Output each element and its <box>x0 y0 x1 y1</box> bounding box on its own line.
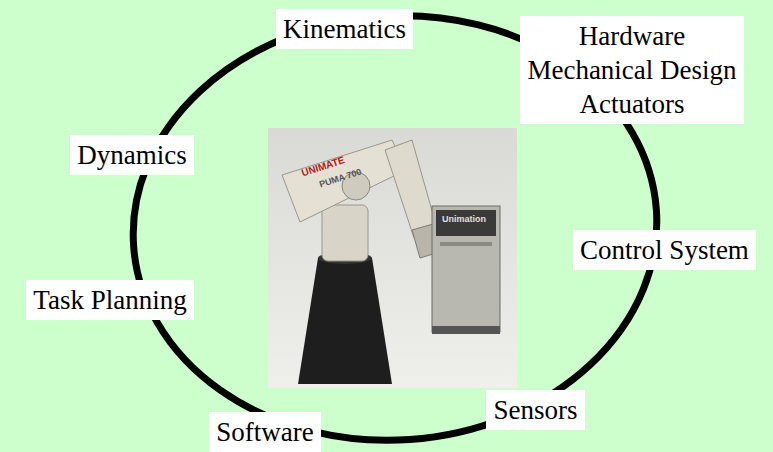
label-box: HardwareMechanical DesignActuators <box>520 16 744 124</box>
label-text: Kinematics <box>276 12 413 46</box>
label-text: Sensors <box>486 393 585 427</box>
label-box: Dynamics <box>70 135 194 175</box>
label-box: Control System <box>573 230 756 270</box>
label-text: Hardware <box>520 19 744 53</box>
label-box: Software <box>209 412 321 452</box>
label-box: Sensors <box>486 390 585 430</box>
label-box: Kinematics <box>276 9 413 49</box>
label-text: Task Planning <box>26 283 194 317</box>
label-text: Actuators <box>520 87 744 121</box>
label-text: Control System <box>573 233 756 267</box>
label-box: Task Planning <box>26 280 194 320</box>
label-text: Dynamics <box>70 138 194 172</box>
label-text: Mechanical Design <box>520 53 744 87</box>
robot-photo <box>268 128 517 388</box>
label-text: Software <box>209 415 321 449</box>
photo-label: Unimation <box>442 214 486 224</box>
